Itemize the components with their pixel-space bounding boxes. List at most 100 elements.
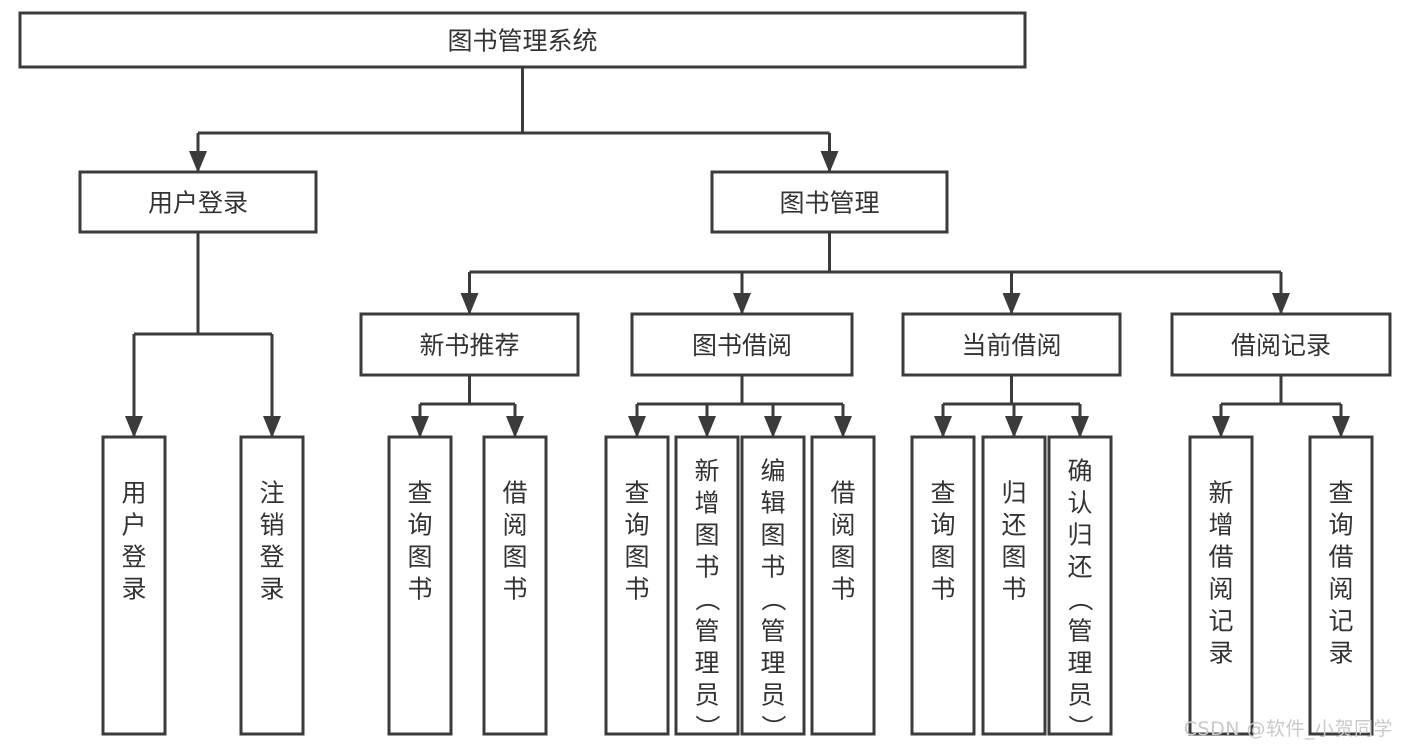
node-book-borrow[interactable]: 图书借阅	[630, 312, 854, 377]
svg-text:询: 询	[407, 511, 432, 540]
svg-text:认: 认	[1067, 489, 1092, 518]
svg-text:（: （	[693, 586, 722, 611]
svg-text:询: 询	[1328, 511, 1353, 540]
svg-text:确: 确	[1067, 457, 1092, 486]
arrow-head-icon	[1332, 416, 1350, 438]
svg-text:查: 查	[624, 479, 649, 508]
svg-text:还: 还	[1001, 511, 1026, 540]
svg-text:编: 编	[760, 457, 785, 486]
svg-text:阅: 阅	[1328, 575, 1353, 604]
node-root[interactable]: 图书管理系统	[18, 11, 1027, 69]
svg-text:录: 录	[121, 575, 146, 604]
node-user-login[interactable]: 用户登录	[78, 170, 318, 234]
svg-text:借: 借	[502, 479, 527, 508]
node-leaf-user-login[interactable]: 用户登录	[101, 435, 167, 736]
svg-text:）: ）	[1066, 714, 1095, 739]
svg-text:增: 增	[694, 489, 719, 518]
arrow-head-icon	[834, 416, 852, 438]
svg-text:录: 录	[259, 575, 284, 604]
svg-text:增: 增	[1208, 511, 1233, 540]
arrow-head-icon	[1212, 416, 1230, 438]
level1-node-label: 图书管理	[779, 189, 879, 218]
level2-node-label: 当前借阅	[961, 331, 1061, 360]
csdn-watermark: CSDN @软件_小贺同学	[1183, 718, 1393, 740]
leaf-node-label: 用户登录	[121, 479, 146, 604]
arrow-head-icon	[189, 151, 207, 173]
svg-text:书: 书	[407, 575, 432, 604]
level1-node-label: 用户登录	[148, 189, 248, 218]
svg-text:户: 户	[121, 511, 146, 540]
svg-text:销: 销	[259, 511, 284, 540]
connector-layer	[125, 67, 1350, 438]
svg-text:借: 借	[1208, 543, 1233, 572]
arrow-head-icon	[733, 293, 751, 315]
svg-text:员: 员	[760, 681, 785, 710]
svg-text:新: 新	[694, 457, 719, 486]
svg-text:员: 员	[1067, 681, 1092, 710]
node-new-book-recommend[interactable]: 新书推荐	[359, 312, 580, 377]
svg-text:查: 查	[1328, 479, 1353, 508]
svg-text:归: 归	[1001, 479, 1026, 508]
svg-text:图: 图	[830, 543, 855, 572]
svg-text:书: 书	[624, 575, 649, 604]
node-borrow-record[interactable]: 借阅记录	[1170, 312, 1392, 377]
svg-text:（: （	[1066, 586, 1095, 611]
svg-text:记: 记	[1328, 607, 1353, 636]
svg-text:图: 图	[760, 521, 785, 550]
arrow-head-icon	[125, 416, 143, 438]
arrow-head-icon	[411, 416, 429, 438]
svg-text:登: 登	[259, 543, 284, 572]
arrow-head-icon	[628, 416, 646, 438]
svg-text:阅: 阅	[502, 511, 527, 540]
level2-node-label: 图书借阅	[692, 331, 792, 360]
svg-text:还: 还	[1067, 553, 1092, 582]
svg-text:书: 书	[502, 575, 527, 604]
svg-text:图: 图	[930, 543, 955, 572]
svg-text:图: 图	[502, 543, 527, 572]
svg-text:归: 归	[1067, 521, 1092, 550]
svg-text:用: 用	[121, 479, 146, 508]
node-current-borrow[interactable]: 当前借阅	[901, 312, 1122, 377]
svg-text:阅: 阅	[1208, 575, 1233, 604]
node-book-management[interactable]: 图书管理	[710, 170, 949, 234]
svg-text:图: 图	[407, 543, 432, 572]
svg-text:理: 理	[694, 649, 719, 678]
svg-text:图: 图	[1001, 543, 1026, 572]
svg-text:询: 询	[930, 511, 955, 540]
arrow-head-icon	[1002, 293, 1021, 315]
arrow-head-icon	[1272, 293, 1290, 315]
svg-text:记: 记	[1208, 607, 1233, 636]
svg-text:借: 借	[1328, 543, 1353, 572]
svg-text:新: 新	[1208, 479, 1233, 508]
svg-text:辑: 辑	[760, 489, 785, 518]
svg-text:理: 理	[1067, 649, 1092, 678]
arrow-head-icon	[820, 151, 839, 173]
level2-node-label: 新书推荐	[419, 331, 519, 360]
svg-text:询: 询	[624, 511, 649, 540]
arrow-head-icon	[934, 416, 952, 438]
arrow-head-icon	[764, 416, 782, 438]
svg-text:录: 录	[1328, 639, 1353, 668]
